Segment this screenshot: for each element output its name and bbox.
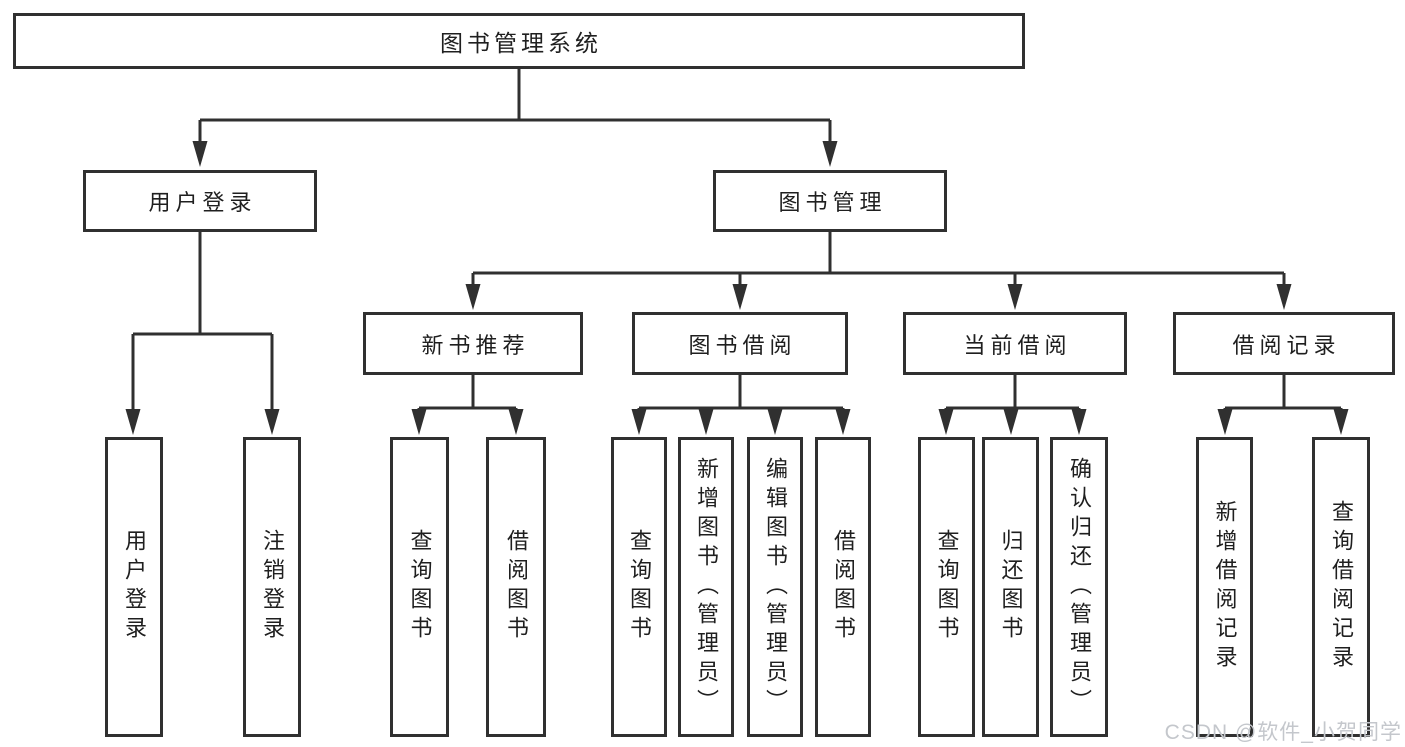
leaf-add-borrow-record-label: 新增借阅记录 (1212, 500, 1238, 674)
leaf-query-books-borrow: 查询图书 (611, 437, 667, 737)
leaf-query-books-current-label: 查询图书 (934, 529, 960, 645)
leaf-borrow-books-recommend-label: 借阅图书 (504, 529, 529, 645)
node-current-borrowing-label: 当前借阅 (963, 332, 1072, 358)
node-book-borrowing-label: 图书借阅 (688, 332, 797, 358)
leaf-query-borrow-record-label: 查询借阅记录 (1329, 500, 1354, 674)
leaf-user-login-label: 用户登录 (122, 529, 147, 645)
leaf-add-books-admin: 新增图书（管理员） (678, 437, 734, 737)
node-root-label: 图书管理系统 (440, 30, 602, 56)
node-borrowing-records-label: 借阅记录 (1232, 332, 1341, 358)
node-book-borrowing: 图书借阅 (632, 312, 848, 375)
leaf-return-books: 归还图书 (982, 437, 1039, 737)
leaf-query-books-current: 查询图书 (918, 437, 975, 737)
node-root: 图书管理系统 (13, 13, 1025, 69)
node-current-borrowing: 当前借阅 (903, 312, 1127, 375)
node-new-book-recommend: 新书推荐 (363, 312, 583, 375)
node-borrowing-records: 借阅记录 (1173, 312, 1395, 375)
leaf-user-login: 用户登录 (105, 437, 163, 737)
leaf-edit-books-admin: 编辑图书（管理员） (747, 437, 803, 737)
node-user-login: 用户登录 (83, 170, 317, 232)
leaf-logout: 注销登录 (243, 437, 301, 737)
leaf-add-books-admin-label: 新增图书（管理员） (694, 456, 719, 718)
leaf-confirm-return-admin-label: 确认归还（管理员） (1067, 456, 1092, 718)
node-book-management-label: 图书管理 (778, 190, 887, 215)
leaf-query-books-recommend: 查询图书 (390, 437, 449, 737)
arrowhead-icons (125, 141, 1349, 435)
leaf-add-borrow-record: 新增借阅记录 (1196, 437, 1253, 737)
csdn-watermark: CSDN @软件_小贺同学 (1164, 721, 1402, 744)
leaf-borrow-books-recommend: 借阅图书 (486, 437, 546, 737)
leaf-return-books-label: 归还图书 (998, 529, 1024, 645)
leaf-borrow-books: 借阅图书 (815, 437, 871, 737)
leaf-borrow-books-label: 借阅图书 (831, 529, 856, 645)
leaf-query-books-borrow-label: 查询图书 (627, 529, 652, 645)
node-user-login-label: 用户登录 (148, 190, 257, 215)
node-book-management: 图书管理 (713, 170, 947, 232)
leaf-query-borrow-record: 查询借阅记录 (1312, 437, 1370, 737)
leaf-confirm-return-admin: 确认归还（管理员） (1050, 437, 1108, 737)
node-new-book-recommend-label: 新书推荐 (421, 332, 530, 358)
leaf-edit-books-admin-label: 编辑图书（管理员） (763, 456, 788, 718)
leaf-logout-label: 注销登录 (260, 529, 285, 645)
leaf-query-books-recommend-label: 查询图书 (407, 529, 433, 645)
